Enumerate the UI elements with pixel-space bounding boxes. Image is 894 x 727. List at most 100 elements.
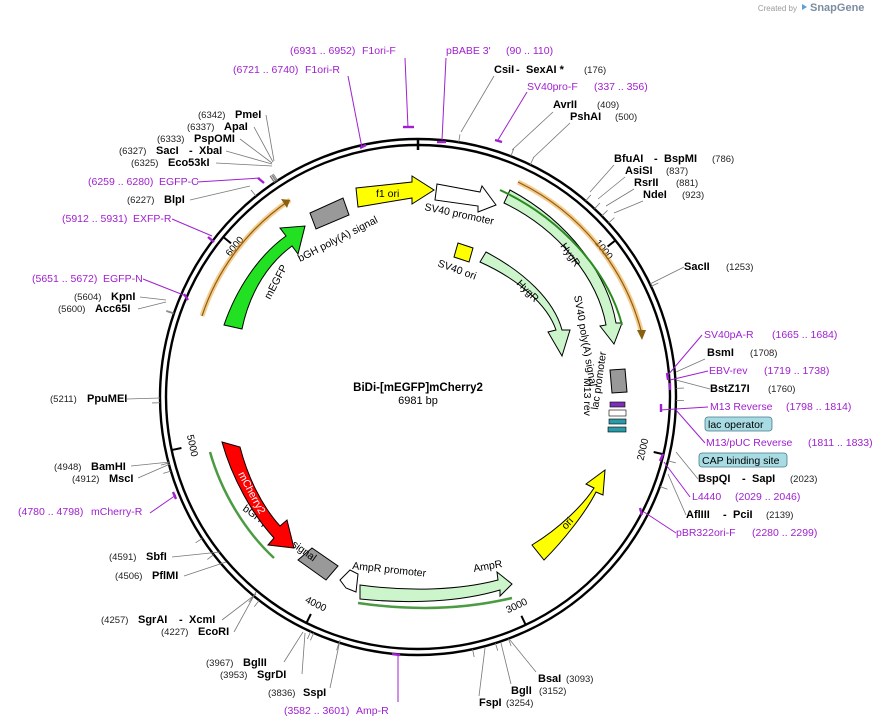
site-bfuai[interactable]: BfuAI - BspMI (786) — [614, 153, 734, 165]
site-sbfi[interactable]: (4591) SbfI — [109, 551, 167, 563]
site-pumei[interactable]: (5211) PpuMEI — [50, 393, 127, 405]
svg-text:ApaI: ApaI — [224, 121, 248, 133]
site-blpi[interactable]: (6227) BlpI — [127, 194, 185, 206]
primer-amp-r[interactable]: (3582 .. 3601) Amp-R — [284, 705, 389, 717]
svg-text:EBV-rev: EBV-rev — [709, 365, 748, 377]
svg-text:(881): (881) — [676, 178, 698, 189]
svg-text:SV40pro-F: SV40pro-F — [527, 81, 578, 93]
site-acc65i[interactable]: (5600) Acc65I — [58, 303, 130, 315]
site-bsai[interactable]: BsaI (3093) — [538, 673, 593, 685]
site-bglii[interactable]: (3967) BglII — [206, 657, 267, 669]
plasmid-name: BiDi-[mEGFP]mCherry2 — [353, 382, 483, 394]
svg-text:Eco53kI: Eco53kI — [168, 157, 210, 169]
site-bgli[interactable]: BglI (3152) — [511, 685, 566, 697]
site-eco53ki[interactable]: (6325) Eco53kI — [131, 157, 210, 169]
site-afliii[interactable]: AflIII - PciI (2139) — [686, 509, 793, 521]
svg-text:XbaI: XbaI — [199, 145, 222, 157]
primer-pbr322[interactable]: pBR322ori-F (2280 .. 2299) — [676, 527, 817, 539]
site-saci[interactable]: (6327) SacI - XbaI — [119, 145, 222, 157]
svg-text:(5651 .. 5672): (5651 .. 5672) — [32, 273, 97, 285]
svg-text:(409): (409) — [597, 100, 619, 111]
site-ndei[interactable]: NdeI (923) — [643, 189, 704, 201]
svg-text:BlpI: BlpI — [164, 194, 185, 206]
primer-m13rev[interactable]: M13 Reverse (1798 .. 1814) — [710, 401, 851, 413]
svg-text:BsmI: BsmI — [707, 347, 734, 359]
primer-m13puc[interactable]: M13/pUC Reverse (1811 .. 1833) — [706, 437, 873, 449]
site-msci[interactable]: (4912) MscI — [72, 473, 133, 485]
svg-text:(1811 .. 1833): (1811 .. 1833) — [808, 437, 873, 449]
svg-text:(1708): (1708) — [750, 348, 777, 359]
primer-mcherry-r[interactable]: (4780 .. 4798) mCherry-R — [18, 506, 143, 518]
site-fspi[interactable]: FspI (3254) — [479, 697, 533, 709]
cap-binding-site-label[interactable]: CAP binding site — [698, 452, 788, 468]
site-pflmi[interactable]: (4506) PflMI — [115, 570, 178, 582]
svg-text:mCherry-R: mCherry-R — [91, 506, 143, 518]
svg-text:XcmI: XcmI — [189, 614, 215, 626]
site-kpni[interactable]: (5604) KpnI — [74, 291, 135, 303]
site-bsmi[interactable]: BsmI (1708) — [707, 347, 777, 359]
svg-text:(6227): (6227) — [127, 195, 154, 206]
site-mark-ecori — [253, 600, 260, 607]
site-psporni[interactable]: (6333) PspOMI — [157, 133, 235, 145]
svg-text:(5211): (5211) — [50, 394, 77, 405]
svg-text:EcoRI: EcoRI — [198, 626, 229, 638]
svg-text:(4506): (4506) — [115, 571, 142, 582]
primer-f1ori-r[interactable]: (6721 .. 6740) F1ori-R — [233, 64, 340, 76]
svg-text:(337 .. 356): (337 .. 356) — [594, 81, 648, 93]
svg-text:F1ori-R: F1ori-R — [305, 64, 340, 76]
site-asisi[interactable]: AsiSI (837) — [625, 165, 688, 177]
site-mark-bfuai — [585, 194, 592, 202]
primer-sv40pro-f[interactable]: SV40pro-F (337 .. 356) — [527, 81, 648, 93]
site-sgrai[interactable]: (4257) SgrAI - XcmI — [101, 614, 215, 626]
svg-text:(1719 .. 1738): (1719 .. 1738) — [764, 365, 829, 377]
site-pshai[interactable]: PshAI (500) — [570, 111, 637, 123]
feature-orange-right — [516, 179, 646, 340]
svg-text:(3582 .. 3601): (3582 .. 3601) — [284, 705, 349, 717]
svg-text:PflMI: PflMI — [152, 570, 178, 582]
svg-text:-: - — [723, 509, 727, 521]
primer-f1ori-f[interactable]: (6931 .. 6952) F1ori-F — [290, 45, 396, 57]
svg-text:(3093): (3093) — [566, 674, 593, 685]
site-bamhi[interactable]: (4948) BamHI — [54, 461, 126, 473]
primer-egfp-n[interactable]: (5651 .. 5672) EGFP-N — [32, 273, 143, 285]
primer-l4440[interactable]: L4440 (2029 .. 2046) — [692, 491, 800, 503]
plasmid-length: 6981 bp — [398, 395, 438, 407]
primer-pbabe3[interactable]: pBABE 3' (90 .. 110) — [446, 45, 553, 57]
svg-text:PshAI: PshAI — [570, 111, 601, 123]
site-mark-apai — [271, 174, 278, 182]
svg-text:BglII: BglII — [243, 657, 267, 669]
primer-exfp-r[interactable]: (5912 .. 5931) EXFP-R — [62, 213, 172, 225]
primer-ebv-rev[interactable]: EBV-rev (1719 .. 1738) — [709, 365, 829, 377]
site-mark-acc65i — [166, 310, 174, 315]
svg-text:(90 .. 110): (90 .. 110) — [506, 45, 553, 57]
svg-text:PmeI: PmeI — [235, 109, 261, 121]
primer-sv40pa-r[interactable]: SV40pA-R (1665 .. 1684) — [704, 329, 837, 341]
backbone — [158, 137, 678, 657]
svg-text:KpnI: KpnI — [111, 291, 135, 303]
site-rsrii[interactable]: RsrII (881) — [634, 177, 698, 189]
svg-text:CAP binding site: CAP binding site — [702, 455, 780, 467]
svg-text:(4591): (4591) — [109, 552, 136, 563]
site-ecori[interactable]: (4227) EcoRI — [161, 626, 229, 638]
svg-text:SgrAI: SgrAI — [138, 614, 167, 626]
site-sgrdi[interactable]: (3953) SgrDI — [220, 669, 286, 681]
svg-text:(923): (923) — [682, 190, 704, 201]
site-sacii[interactable]: SacII (1253) — [684, 261, 753, 273]
site-mark-msci — [163, 470, 171, 474]
site-mark-sgrdi — [310, 632, 315, 641]
svg-text:(2280 .. 2299): (2280 .. 2299) — [752, 527, 817, 539]
svg-text:SapI: SapI — [752, 473, 775, 485]
primer-egfp-c[interactable]: (6259 .. 6280) EGFP-C — [88, 176, 199, 188]
site-mark-psporni — [271, 174, 277, 182]
site-csii[interactable]: CsiI - SexAI * (176) — [494, 64, 606, 76]
site-pmei[interactable]: (6342) PmeI — [198, 109, 261, 121]
svg-text:(5600): (5600) — [58, 304, 85, 315]
svg-text:(1760): (1760) — [768, 384, 795, 395]
site-apai[interactable]: (6337) ApaI — [187, 121, 248, 133]
lac-operator-label[interactable]: lac operator — [704, 416, 773, 432]
site-bstz17i[interactable]: BstZ17I (1760) — [710, 383, 795, 395]
site-avrii[interactable]: AvrII (409) — [553, 99, 619, 111]
site-bspqi[interactable]: BspQI - SapI (2023) — [698, 473, 817, 485]
site-sspi[interactable]: (3836) SspI — [268, 687, 326, 699]
